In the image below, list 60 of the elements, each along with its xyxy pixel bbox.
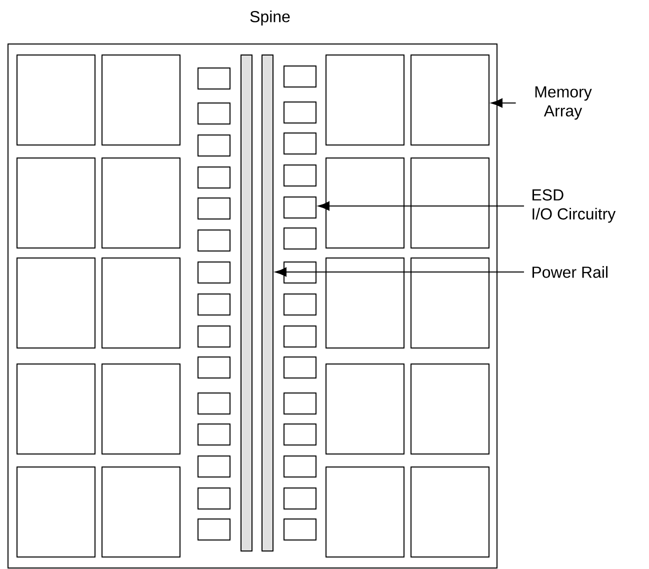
io-pad bbox=[284, 294, 316, 316]
memory-block bbox=[326, 258, 404, 348]
io-pad bbox=[284, 262, 316, 284]
io-pad bbox=[284, 228, 316, 250]
io-pad bbox=[284, 356, 316, 378]
memory-block bbox=[326, 54, 404, 146]
io-pad bbox=[198, 230, 230, 252]
io-pad bbox=[284, 132, 316, 154]
memory-block bbox=[102, 158, 180, 248]
memory-block bbox=[326, 158, 404, 248]
chip-outline bbox=[8, 44, 498, 568]
io-pad bbox=[284, 518, 316, 540]
io-pad bbox=[284, 66, 316, 88]
callout-label: ESD I/O Circuitry bbox=[532, 189, 616, 223]
callout-label: Power Rail bbox=[532, 266, 608, 278]
io-pad bbox=[198, 198, 230, 220]
io-pad bbox=[198, 424, 230, 446]
io-pad bbox=[284, 392, 316, 414]
io-pad bbox=[284, 424, 316, 446]
memory-block bbox=[102, 54, 180, 146]
leader-line bbox=[491, 98, 516, 108]
memory-block bbox=[16, 364, 96, 454]
memory-block bbox=[410, 258, 490, 348]
memory-block bbox=[410, 54, 490, 146]
power-rail bbox=[262, 54, 274, 552]
memory-block bbox=[16, 54, 96, 146]
memory-block bbox=[326, 466, 404, 558]
io-pad bbox=[198, 456, 230, 478]
memory-block bbox=[410, 364, 490, 454]
memory-block bbox=[410, 466, 490, 558]
memory-block bbox=[102, 258, 180, 348]
io-pad bbox=[198, 134, 230, 156]
io-pad bbox=[198, 356, 230, 378]
io-pad bbox=[284, 102, 316, 124]
leader-line bbox=[318, 201, 524, 211]
io-pad bbox=[198, 326, 230, 348]
io-pad bbox=[284, 456, 316, 478]
io-pad bbox=[198, 488, 230, 510]
io-pad bbox=[284, 488, 316, 510]
io-pad bbox=[198, 102, 230, 124]
memory-block bbox=[16, 466, 96, 558]
io-pad bbox=[284, 196, 316, 218]
io-pad bbox=[198, 68, 230, 90]
memory-block bbox=[102, 364, 180, 454]
power-rail bbox=[240, 54, 252, 552]
leader-line bbox=[275, 267, 524, 277]
memory-block bbox=[16, 258, 96, 348]
io-pad bbox=[284, 326, 316, 348]
axis-label: Spine bbox=[250, 10, 290, 26]
memory-block bbox=[16, 158, 96, 248]
memory-block bbox=[326, 364, 404, 454]
memory-block bbox=[102, 466, 180, 558]
io-pad bbox=[198, 392, 230, 414]
io-pad bbox=[198, 166, 230, 188]
memory-block bbox=[410, 158, 490, 248]
io-pad bbox=[198, 294, 230, 316]
io-pad bbox=[284, 164, 316, 186]
io-pad bbox=[198, 518, 230, 540]
callout-label: Memory Array bbox=[535, 86, 592, 120]
io-pad bbox=[198, 262, 230, 284]
